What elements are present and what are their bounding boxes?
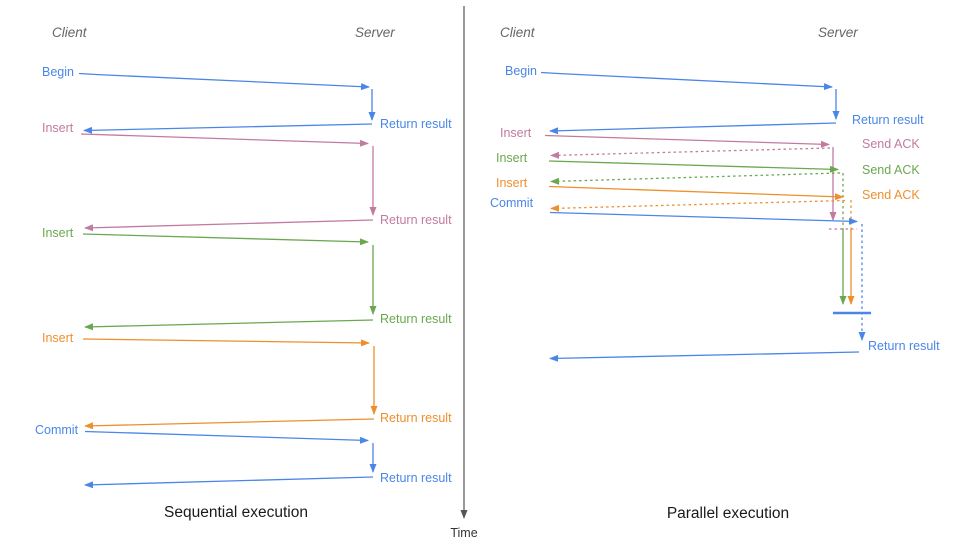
par-step4-ack-arrow — [550, 199, 846, 212]
par-step5-response-arrow — [549, 351, 860, 362]
seq-step5-response-label: Return result — [380, 471, 452, 485]
par-step2-response-label: Send ACK — [862, 137, 920, 151]
seq-step4-response-label: Return result — [380, 411, 452, 425]
seq-step2-request-label: Insert — [42, 121, 74, 135]
time-axis-label: Time — [450, 526, 477, 540]
seq-step2-request-arrow — [80, 133, 369, 147]
seq-step1-response-label: Return result — [380, 117, 452, 131]
seq-step3-request-arrow — [82, 233, 369, 246]
seq-step4-request-arrow — [82, 338, 370, 347]
seq-step3-response-arrow — [84, 319, 374, 331]
par-step2-request-arrow — [544, 134, 830, 148]
par-step2-ack-arrow — [550, 147, 831, 159]
par-step1-request-label: Begin — [505, 64, 537, 78]
seq-step4-request-label: Insert — [42, 331, 74, 345]
seq-step1-request-label: Begin — [42, 65, 74, 79]
par-step3-request-label: Insert — [496, 151, 528, 165]
par-step5-request-arrow — [549, 211, 858, 225]
parallel-server-header: Server — [818, 25, 858, 40]
seq-step1-response-arrow — [83, 123, 373, 134]
sequential-client-header: Client — [52, 25, 88, 40]
par-step3-ack-arrow — [550, 172, 841, 185]
seq-step2-response-label: Return result — [380, 213, 452, 227]
sequential-server-header: Server — [355, 25, 395, 40]
parallel-panel-title: Parallel execution — [667, 505, 789, 522]
parallel-client-header: Client — [500, 25, 536, 40]
seq-step2-response-arrow — [84, 219, 374, 232]
seq-step5-request-arrow — [84, 430, 369, 444]
par-step4-request-label: Insert — [496, 176, 528, 190]
seq-step3-response-label: Return result — [380, 312, 452, 326]
par-step3-response-label: Send ACK — [862, 163, 920, 177]
par-step5-request-label: Commit — [490, 196, 534, 210]
parallel-panel: Client Server Begin Return result Insert… — [490, 25, 940, 522]
par-step3-request-arrow — [548, 160, 839, 173]
sequential-panel-title: Sequential execution — [164, 504, 308, 521]
seq-step5-response-arrow — [84, 476, 374, 489]
sequential-panel: Client Server Begin Return result Insert… — [35, 25, 452, 521]
par-step1-request-arrow — [540, 71, 833, 91]
seq-step5-request-label: Commit — [35, 423, 79, 437]
par-step4-response-label: Send ACK — [862, 188, 920, 202]
seq-step3-request-label: Insert — [42, 226, 74, 240]
par-step4-request-arrow — [548, 185, 844, 201]
seq-step4-response-arrow — [84, 418, 375, 430]
seq-step1-request-arrow — [78, 72, 370, 91]
par-step5-response-label: Return result — [868, 339, 940, 353]
par-step1-response-arrow — [549, 122, 837, 135]
par-step1-response-label: Return result — [852, 113, 924, 127]
par-step2-request-label: Insert — [500, 126, 532, 140]
